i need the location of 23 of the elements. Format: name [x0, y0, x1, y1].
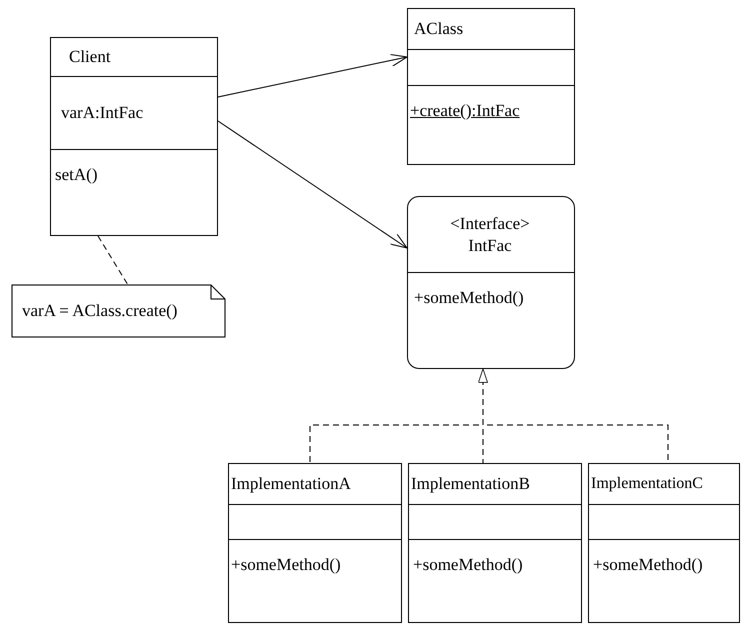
class-box	[407, 8, 575, 165]
member-text: varA:IntFac	[60, 102, 144, 124]
member-text: setA()	[54, 164, 98, 186]
member-text: +someMethod()	[413, 287, 524, 308]
class-name: AClass	[413, 18, 464, 40]
association-arrow	[218, 120, 408, 248]
class-box	[588, 463, 740, 623]
member-text: +someMethod()	[592, 554, 703, 576]
class-box	[50, 37, 218, 236]
association-arrow	[218, 54, 408, 98]
note-connector	[98, 236, 128, 286]
note-text: varA = AClass.create()	[21, 300, 178, 322]
class-name: ImplementationA	[231, 473, 351, 495]
interface-box	[407, 196, 575, 369]
member-text: +someMethod()	[231, 554, 341, 576]
class-name: <Interface> IntFac	[449, 213, 531, 256]
class-box	[228, 463, 402, 623]
class-name: Client	[68, 46, 111, 68]
class-name: ImplementationC	[591, 474, 703, 494]
member-text: +create():IntFac	[410, 100, 520, 122]
class-box	[408, 463, 582, 623]
member-text: +someMethod()	[412, 554, 523, 576]
class-name: ImplementationB	[411, 473, 530, 495]
